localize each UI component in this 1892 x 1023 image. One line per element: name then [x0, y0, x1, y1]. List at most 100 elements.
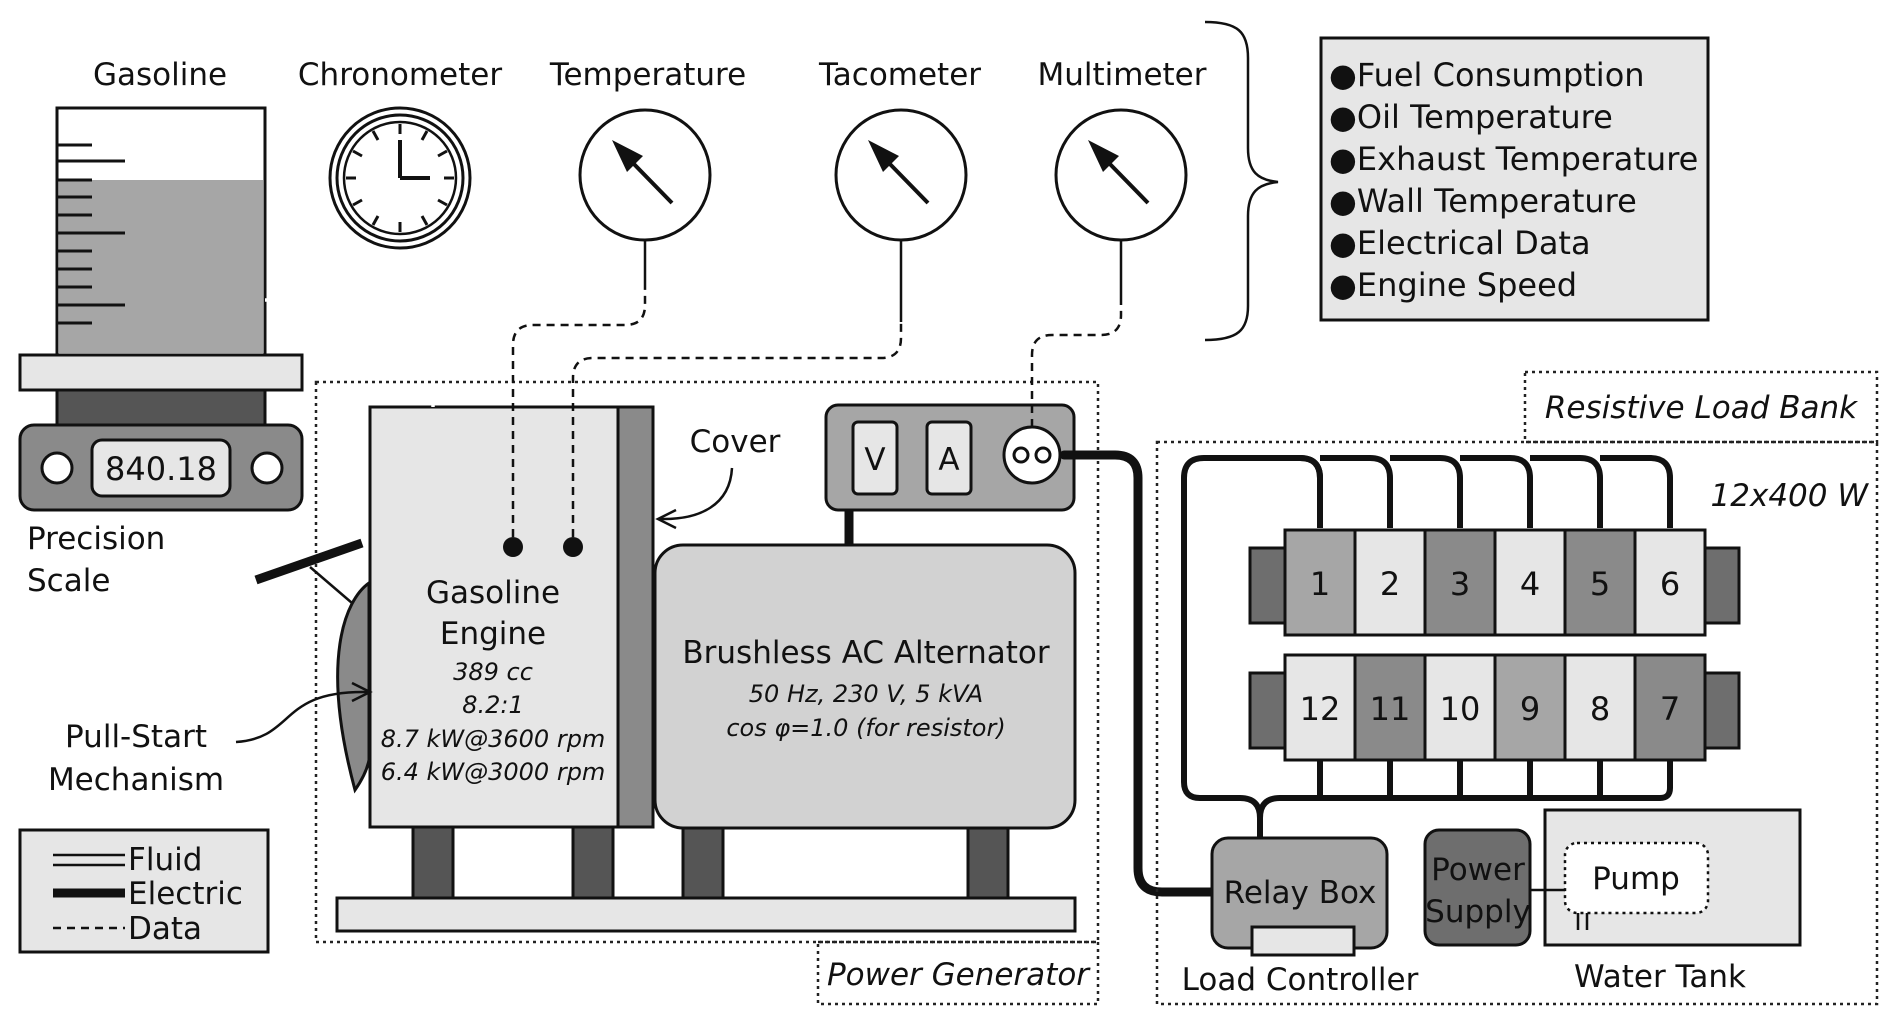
- resistor-label: 3: [1450, 565, 1470, 603]
- power-generator-label: Power Generator: [827, 957, 1091, 993]
- pull-start-label: Pull-Start: [65, 719, 207, 755]
- resistor-label: 4: [1520, 565, 1540, 603]
- load-bank-frame: [1155, 440, 1879, 1006]
- alternator-leg: [966, 824, 1010, 900]
- relay-box-label: Relay Box: [1224, 875, 1377, 911]
- cover-label: Cover: [690, 424, 781, 460]
- scale-reading: 840.18: [105, 450, 217, 488]
- load-bank-label: Resistive Load Bank: [1545, 390, 1858, 426]
- pull-start-arrowhead: [351, 681, 373, 703]
- resistor-label: 6: [1660, 565, 1680, 603]
- resistor-label: 9: [1520, 690, 1540, 728]
- fuel-line-inner: [265, 298, 435, 407]
- resistor-cell: [1423, 653, 1497, 762]
- alternator-title: Brushless AC Alternator: [682, 635, 1049, 671]
- load-bank-label-box: [1523, 370, 1879, 444]
- precision-scale: [18, 353, 304, 512]
- resistor-endcap: [1702, 671, 1741, 750]
- pull-handle: [254, 538, 364, 585]
- alternator-spec: cos φ=1.0 (for resistor): [726, 714, 1005, 742]
- resistor-label: 8: [1590, 690, 1610, 728]
- coolant-loop-left-inner: [1216, 583, 1250, 699]
- load-controller-device: [1250, 925, 1356, 957]
- resistor-cell: [1493, 528, 1567, 637]
- cover-arrow: [659, 467, 734, 521]
- engine-spec: 6.4 kW@3000 rpm: [381, 758, 606, 786]
- multimeter-gauge-icon: [1054, 108, 1188, 242]
- power-generator-label-box: [816, 940, 1100, 1006]
- resistor-cell: [1633, 528, 1707, 637]
- temperature-gauge-icon: [578, 108, 712, 242]
- temperature-data-line: [511, 287, 647, 537]
- voltmeter-label: V: [864, 442, 885, 478]
- measurement-item: ●Electrical Data: [1329, 224, 1591, 262]
- pull-start-arrow: [235, 690, 369, 744]
- engine-title: Gasoline: [426, 575, 560, 611]
- engine-cover: [616, 405, 655, 829]
- main-electric-cable: [1059, 450, 1217, 897]
- socket-hole: [1012, 446, 1030, 464]
- legend-electric-label: Electric: [128, 876, 243, 912]
- temperature-label: Temperature: [549, 57, 746, 93]
- engine-title: Engine: [440, 616, 546, 652]
- coolant-pipe-bottom-inner: [1739, 695, 1780, 830]
- load-bank-rating: 12x400 W: [1711, 478, 1870, 514]
- measurement-item: ●Wall Temperature: [1329, 182, 1637, 220]
- measurement-item: ●Exhaust Temperature: [1329, 140, 1698, 178]
- socket-icon: [1002, 425, 1062, 485]
- gasoline-engine: [368, 405, 620, 829]
- resistor-cell: [1353, 653, 1427, 762]
- measurement-item: ●Fuel Consumption: [1329, 56, 1645, 94]
- gasoline-label: Gasoline: [93, 57, 227, 93]
- socket-hole: [1034, 446, 1052, 464]
- power-supply: [1423, 828, 1532, 947]
- measurement-item: ●Engine Speed: [1329, 266, 1577, 304]
- resistor-endcap: [1248, 671, 1287, 750]
- scale-label: Scale: [27, 563, 110, 599]
- power-supply-label: Supply: [1425, 894, 1531, 930]
- legend-data-label: Data: [128, 911, 202, 947]
- resistor-endcap: [1702, 546, 1741, 625]
- power-supply-label: Power: [1431, 852, 1525, 888]
- resistor-label: 2: [1380, 565, 1400, 603]
- pump-label: Pump: [1592, 861, 1680, 897]
- engine-spec: 8.2:1: [462, 691, 524, 719]
- resistor-label: 10: [1440, 690, 1481, 728]
- tacometer-gauge-icon: [834, 108, 968, 242]
- pull-cord: [309, 566, 353, 604]
- resistor-label: 7: [1660, 690, 1680, 728]
- clock-icon: [328, 106, 472, 250]
- tacometer-label: Tacometer: [818, 57, 981, 93]
- resistor-cell: [1493, 653, 1567, 762]
- resistor-cell: [1353, 528, 1427, 637]
- measurement-item: ●Oil Temperature: [1329, 98, 1613, 136]
- resistor-label: 1: [1310, 565, 1330, 603]
- legend-fluid-label: Fluid: [128, 842, 202, 878]
- resistor-cell: [1423, 528, 1497, 637]
- relay-wire-bundle: [1181, 455, 1673, 838]
- brace-icon: [1204, 20, 1279, 342]
- resistor-label: 11: [1370, 690, 1411, 728]
- voltmeter: [851, 420, 899, 496]
- alternator-leg: [681, 824, 725, 900]
- engine-spec: 8.7 kW@3600 rpm: [381, 725, 606, 753]
- pump: [1563, 841, 1710, 915]
- pull-start-label: Mechanism: [48, 762, 224, 798]
- alternator: [653, 543, 1077, 830]
- resistor-label: 12: [1300, 690, 1341, 728]
- alternator-spec: 50 Hz, 230 V, 5 kVA: [749, 680, 983, 708]
- resistor-label: 5: [1590, 565, 1610, 603]
- multimeter-data-line: [1030, 305, 1123, 427]
- coolant-loop-left: [1216, 583, 1250, 699]
- ammeter: [925, 420, 973, 496]
- sensor-dot: [503, 537, 523, 557]
- scale-label: Precision: [27, 521, 165, 557]
- resistor-endcap: [1248, 546, 1287, 625]
- multimeter-label: Multimeter: [1037, 57, 1206, 93]
- water-tank-label: Water Tank: [1574, 959, 1746, 995]
- sensor-dot: [563, 537, 583, 557]
- scale-display: [90, 438, 232, 498]
- engine-spec: 389 cc: [453, 658, 533, 686]
- ammeter-label: A: [938, 442, 959, 478]
